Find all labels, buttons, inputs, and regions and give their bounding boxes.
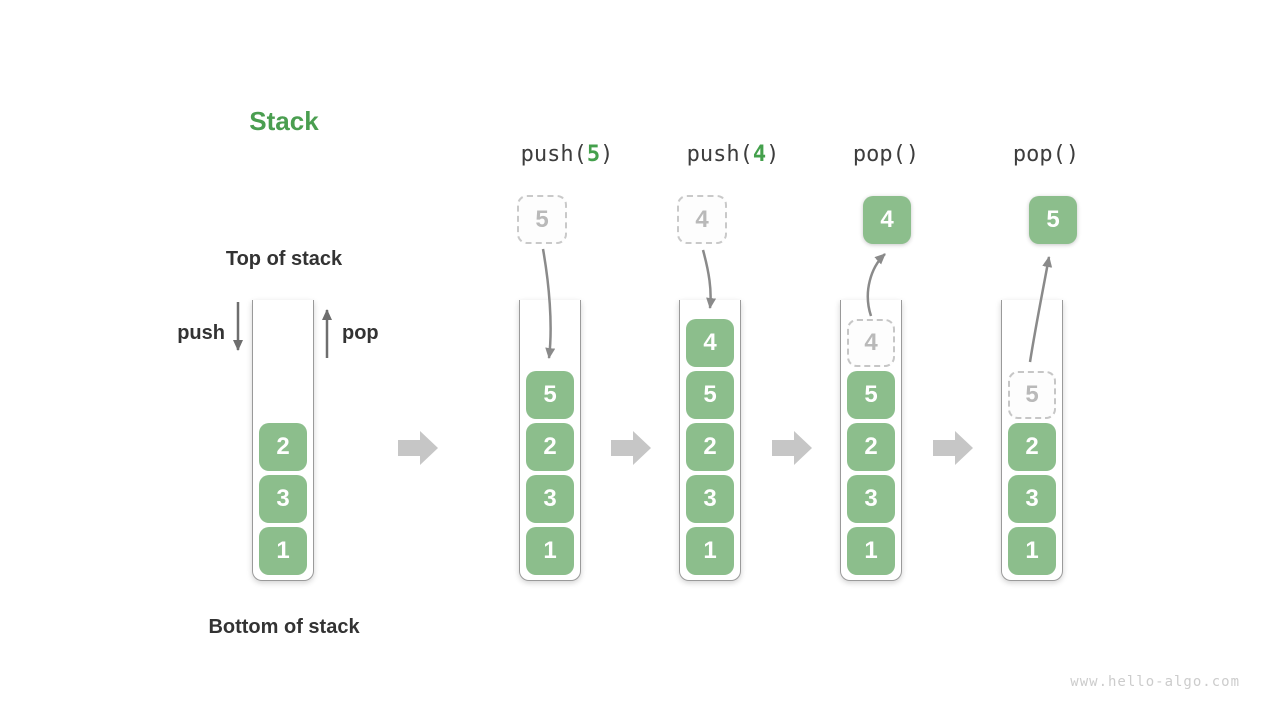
stack-cell: 2 xyxy=(259,423,307,471)
stack-cell: 3 xyxy=(1008,475,1056,523)
op-label-arg: 4 xyxy=(752,142,767,167)
pop-label: pop xyxy=(342,322,379,344)
stack-cell: 3 xyxy=(259,475,307,523)
bottom-of-stack-label: Bottom of stack xyxy=(208,616,360,638)
stack-cell: 1 xyxy=(526,527,574,575)
popped-value-box: 4 xyxy=(863,196,911,244)
stack-cell: 2 xyxy=(686,423,734,471)
op-label-pre: pop() xyxy=(852,142,920,167)
stack-cell: 4 xyxy=(686,319,734,367)
stack-cell: 5 xyxy=(847,371,895,419)
stack-cell: 1 xyxy=(686,527,734,575)
transition-arrow xyxy=(933,431,973,465)
transition-arrow xyxy=(772,431,812,465)
op-label-pre: push( xyxy=(520,142,587,167)
stack-cell: 1 xyxy=(847,527,895,575)
push-label: push xyxy=(177,322,225,344)
ghost-cell: 4 xyxy=(847,319,895,367)
stack-cell: 2 xyxy=(1008,423,1056,471)
watermark: www.hello-algo.com xyxy=(1070,674,1240,690)
stack-cell: 3 xyxy=(526,475,574,523)
diagram-title: Stack xyxy=(249,106,319,136)
stack-cell: 1 xyxy=(1008,527,1056,575)
op-label-pop-1: pop() xyxy=(816,142,956,167)
op-label-post: ) xyxy=(600,142,614,167)
stack-cell: 5 xyxy=(686,371,734,419)
op-label-pop-2: pop() xyxy=(976,142,1116,167)
popped-value-box: 5 xyxy=(1029,196,1077,244)
transition-arrow xyxy=(398,431,438,465)
stack-cell: 2 xyxy=(847,423,895,471)
op-label-arg: 5 xyxy=(586,142,601,167)
stack-container-initial: 2 3 1 xyxy=(252,300,314,581)
op-label-pre: push( xyxy=(686,142,753,167)
pushed-value-box: 5 xyxy=(517,195,567,244)
stack-cell: 3 xyxy=(686,475,734,523)
ghost-cell: 5 xyxy=(1008,371,1056,419)
op-label-pre: pop() xyxy=(1012,142,1080,167)
stack-container-after-push-4: 4 5 2 3 1 xyxy=(679,300,741,581)
stack-container-after-pop-2: 5 2 3 1 xyxy=(1001,300,1063,581)
stack-container-after-pop-1: 4 5 2 3 1 xyxy=(840,300,902,581)
stack-cell: 3 xyxy=(847,475,895,523)
stack-container-after-push-5: 5 2 3 1 xyxy=(519,300,581,581)
stack-cell: 1 xyxy=(259,527,307,575)
op-label-push-5: push(5) xyxy=(497,142,637,167)
pushed-value-box: 4 xyxy=(677,195,727,244)
op-label-post: ) xyxy=(766,142,780,167)
stack-cell: 2 xyxy=(526,423,574,471)
op-label-push-4: push(4) xyxy=(663,142,803,167)
top-of-stack-label: Top of stack xyxy=(225,248,343,270)
stack-cell: 5 xyxy=(526,371,574,419)
transition-arrow xyxy=(611,431,651,465)
